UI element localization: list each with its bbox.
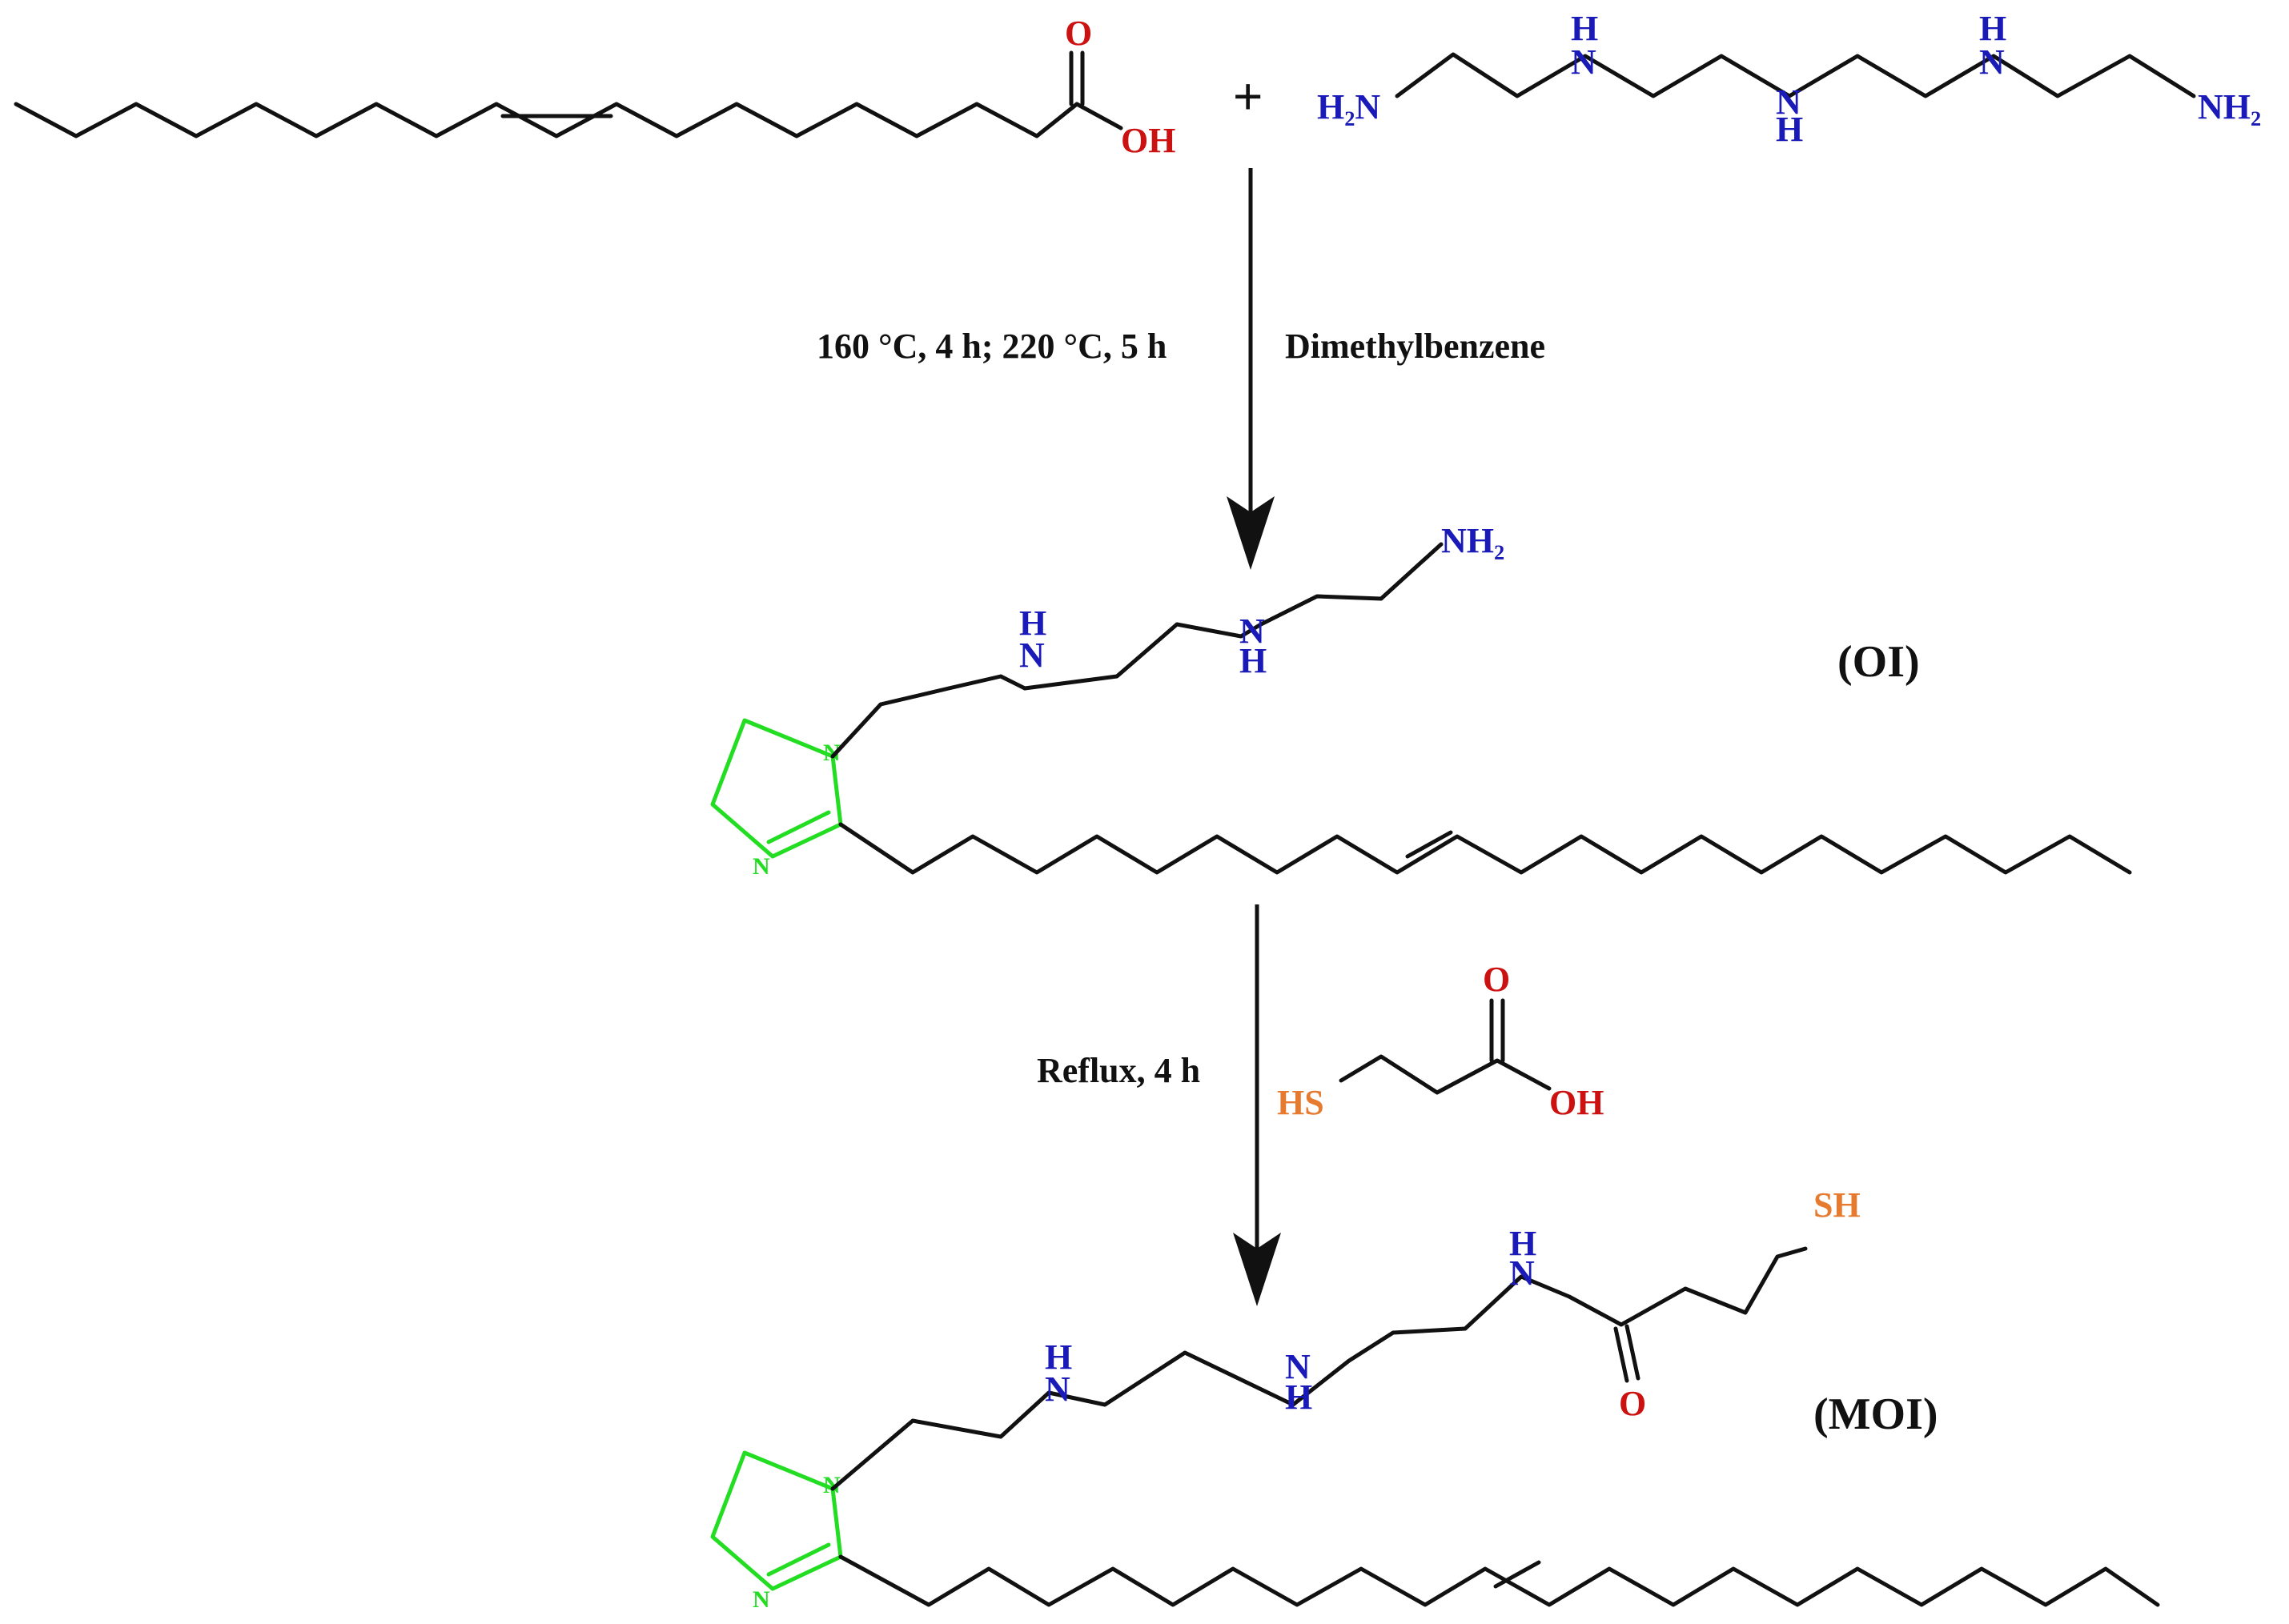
moi-nitrogen-3: N xyxy=(1509,1253,1535,1293)
oi-label: (OI) xyxy=(1837,637,1920,687)
mpa-chain xyxy=(1339,1054,1552,1095)
moi-amine-chain xyxy=(830,1246,1808,1491)
oi-structure: N N N H N H NH₂ xyxy=(710,521,2132,880)
oi-imidazoline-ring xyxy=(710,718,843,859)
moi-structure: N N N H N H N H O SH xyxy=(710,1185,2160,1613)
moi-thiol: SH xyxy=(1813,1185,1861,1225)
oi-nitrogen-1: N xyxy=(1019,636,1045,675)
oleic-oxygen: O xyxy=(1065,14,1092,53)
tepa-amine-right: NH₂ xyxy=(2198,87,2261,126)
oi-trans-double-bond xyxy=(1405,830,1453,859)
mercaptopropionic-acid-structure: HS O OH xyxy=(1277,960,1604,1122)
moi-ring-double-bond xyxy=(766,1542,831,1577)
mpa-oxygen: O xyxy=(1483,960,1510,999)
moi-amide-carbonyl-bond-2 xyxy=(1624,1324,1640,1381)
moi-nitrogen-2: N xyxy=(1285,1347,1311,1386)
oi-ring-double-bond xyxy=(766,810,831,844)
tepa-hydrogen-2: H xyxy=(1776,110,1803,149)
oi-ring-nitrogen-1: N xyxy=(823,740,841,766)
oi-amine-chain xyxy=(830,542,1444,759)
moi-amide-carbonyl-bond xyxy=(1613,1326,1629,1383)
oi-amine-terminal: NH₂ xyxy=(1441,521,1504,560)
reaction-arrow-step1 xyxy=(1227,168,1275,570)
mpa-thiol: HS xyxy=(1277,1083,1324,1122)
step1-solvent: Dimethylbenzene xyxy=(1285,327,1545,366)
moi-hydrogen-1: H xyxy=(1045,1337,1072,1377)
tepa-hydrogen-1: H xyxy=(1571,9,1598,48)
reaction-arrow-step2 xyxy=(1233,904,1281,1306)
oleic-hydroxyl: OH xyxy=(1121,121,1175,160)
tepa-hydrogen-3: H xyxy=(1979,9,2006,48)
oi-nitrogen-2: N xyxy=(1239,612,1265,651)
oleic-acid-structure: O OH xyxy=(14,14,1175,160)
step1-conditions: 160 °C, 4 h; 220 °C, 5 h xyxy=(817,327,1167,366)
moi-alkyl-chain xyxy=(838,1554,2160,1607)
oi-hydrogen-2: H xyxy=(1239,641,1267,680)
plus-sign: + xyxy=(1233,67,1263,125)
oi-alkyl-chain xyxy=(838,822,2132,875)
moi-imidazoline-ring xyxy=(710,1450,843,1591)
moi-hydrogen-3: H xyxy=(1509,1224,1536,1263)
moi-ring-nitrogen-1: N xyxy=(823,1472,841,1498)
moi-trans-double-bond xyxy=(1493,1560,1541,1589)
oleic-acid-chain xyxy=(14,102,1079,138)
tepa-nitrogen-1: N xyxy=(1571,42,1596,82)
moi-nitrogen-1: N xyxy=(1045,1369,1070,1409)
oi-ring-nitrogen-2: N xyxy=(753,853,770,880)
hydroxyl-bond xyxy=(1074,102,1123,130)
tetraethylenepentamine-structure: H₂N N H N H N H NH₂ xyxy=(1317,9,2261,149)
moi-amide-oxygen: O xyxy=(1619,1384,1646,1423)
tepa-chain xyxy=(1395,52,2196,98)
mpa-hydroxyl: OH xyxy=(1549,1083,1604,1122)
oi-hydrogen-1: H xyxy=(1019,603,1046,643)
arrow-head-step1 xyxy=(1227,496,1275,570)
arrow-head-step2 xyxy=(1233,1233,1281,1306)
moi-hydrogen-2: H xyxy=(1285,1377,1312,1417)
moi-ring-nitrogen-2: N xyxy=(753,1586,770,1613)
tepa-nitrogen-2: N xyxy=(1776,82,1801,122)
tepa-amine-left: H₂N xyxy=(1317,87,1380,126)
tepa-nitrogen-3: N xyxy=(1979,42,2005,82)
moi-label: (MOI) xyxy=(1813,1389,1938,1439)
step2-conditions: Reflux, 4 h xyxy=(1037,1051,1200,1090)
